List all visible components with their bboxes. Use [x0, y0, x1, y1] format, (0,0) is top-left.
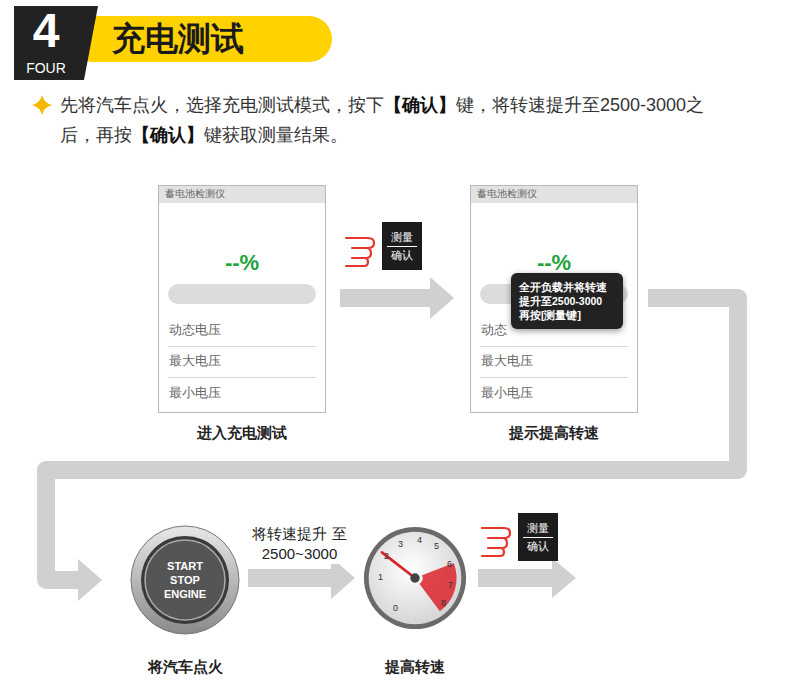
key-button: 测量确认 — [518, 513, 558, 561]
dial-number: 0 — [393, 603, 398, 613]
page-title: 充电测试 — [112, 19, 244, 59]
field-name: 最小电压 — [481, 385, 533, 401]
title-band — [70, 16, 332, 62]
instruction-part: 先将汽车点火，选择充电测试模式，按下 — [60, 95, 384, 115]
dial-number: 7 — [448, 580, 453, 590]
percent-value: --% — [159, 250, 325, 276]
hand-icon — [346, 238, 374, 266]
row-divider — [480, 346, 628, 347]
final-arrow — [478, 558, 576, 598]
key-label: 确认 — [387, 247, 417, 264]
progress-bar — [168, 284, 316, 304]
dial-number: 3 — [398, 539, 403, 549]
row-divider — [480, 377, 628, 378]
step-number: 4 — [14, 4, 78, 58]
flow-arrow — [340, 289, 430, 307]
key-name: 【确认】 — [132, 125, 204, 145]
dial-number: 2 — [384, 551, 389, 561]
instruction-part: 键获取测量结果。 — [204, 125, 348, 145]
prompt-box: 全开负载并将转速 提升至2500-3000 再按[测量键] — [511, 273, 623, 329]
step-caption: 提高转速 — [340, 658, 490, 677]
hand-icon — [482, 528, 510, 556]
step-caption: 将汽车点火 — [110, 658, 260, 677]
screen-title: 蓄电池检测仪 — [477, 188, 537, 200]
instruction-text: 先将汽车点火，选择充电测试模式，按下【确认】键，将转速提升至2500-3000之… — [60, 90, 740, 150]
step-word: FOUR — [14, 60, 78, 76]
bullet-star — [32, 95, 52, 115]
start-button: START STOP ENGINE将汽车点火 — [130, 525, 240, 635]
dial-number: 1 — [378, 572, 383, 582]
key-label: 测量 — [523, 520, 553, 538]
device-screen: 蓄电池检测仪--%动态最大电压最小电压提示提高转速全开负载并将转速 提升至250… — [470, 185, 638, 413]
key-label: 测量 — [387, 229, 417, 247]
field-name: 动态 — [481, 322, 507, 338]
device-screen: 蓄电池检测仪--%动态电压最大电压最小电压进入充电测试 — [158, 185, 326, 413]
dial-number: 6 — [447, 559, 452, 569]
row-divider — [168, 377, 316, 378]
row-divider — [168, 346, 316, 347]
step-caption: 提示提高转速 — [471, 424, 637, 442]
prompt-text: 全开负载并将转速 提升至2500-3000 再按[测量键] — [519, 280, 615, 322]
flow-arrow — [248, 569, 331, 587]
field-name: 动态电压 — [169, 322, 221, 338]
key-button: 测量确认 — [382, 222, 422, 270]
dial-number: 5 — [434, 541, 439, 551]
field-name: 最大电压 — [169, 353, 221, 369]
edge-label: 将转速提升 至2500~3000 — [244, 524, 356, 564]
dial-number: 4 — [417, 535, 422, 545]
screen-title: 蓄电池检测仪 — [165, 188, 225, 200]
button-label: START STOP ENGINE — [160, 559, 210, 601]
field-name: 最小电压 — [169, 385, 221, 401]
step-caption: 进入充电测试 — [159, 424, 325, 442]
key-name: 【确认】 — [384, 95, 456, 115]
dial-number: 8 — [441, 598, 446, 608]
field-name: 最大电压 — [481, 353, 533, 369]
key-label: 确认 — [523, 538, 553, 555]
